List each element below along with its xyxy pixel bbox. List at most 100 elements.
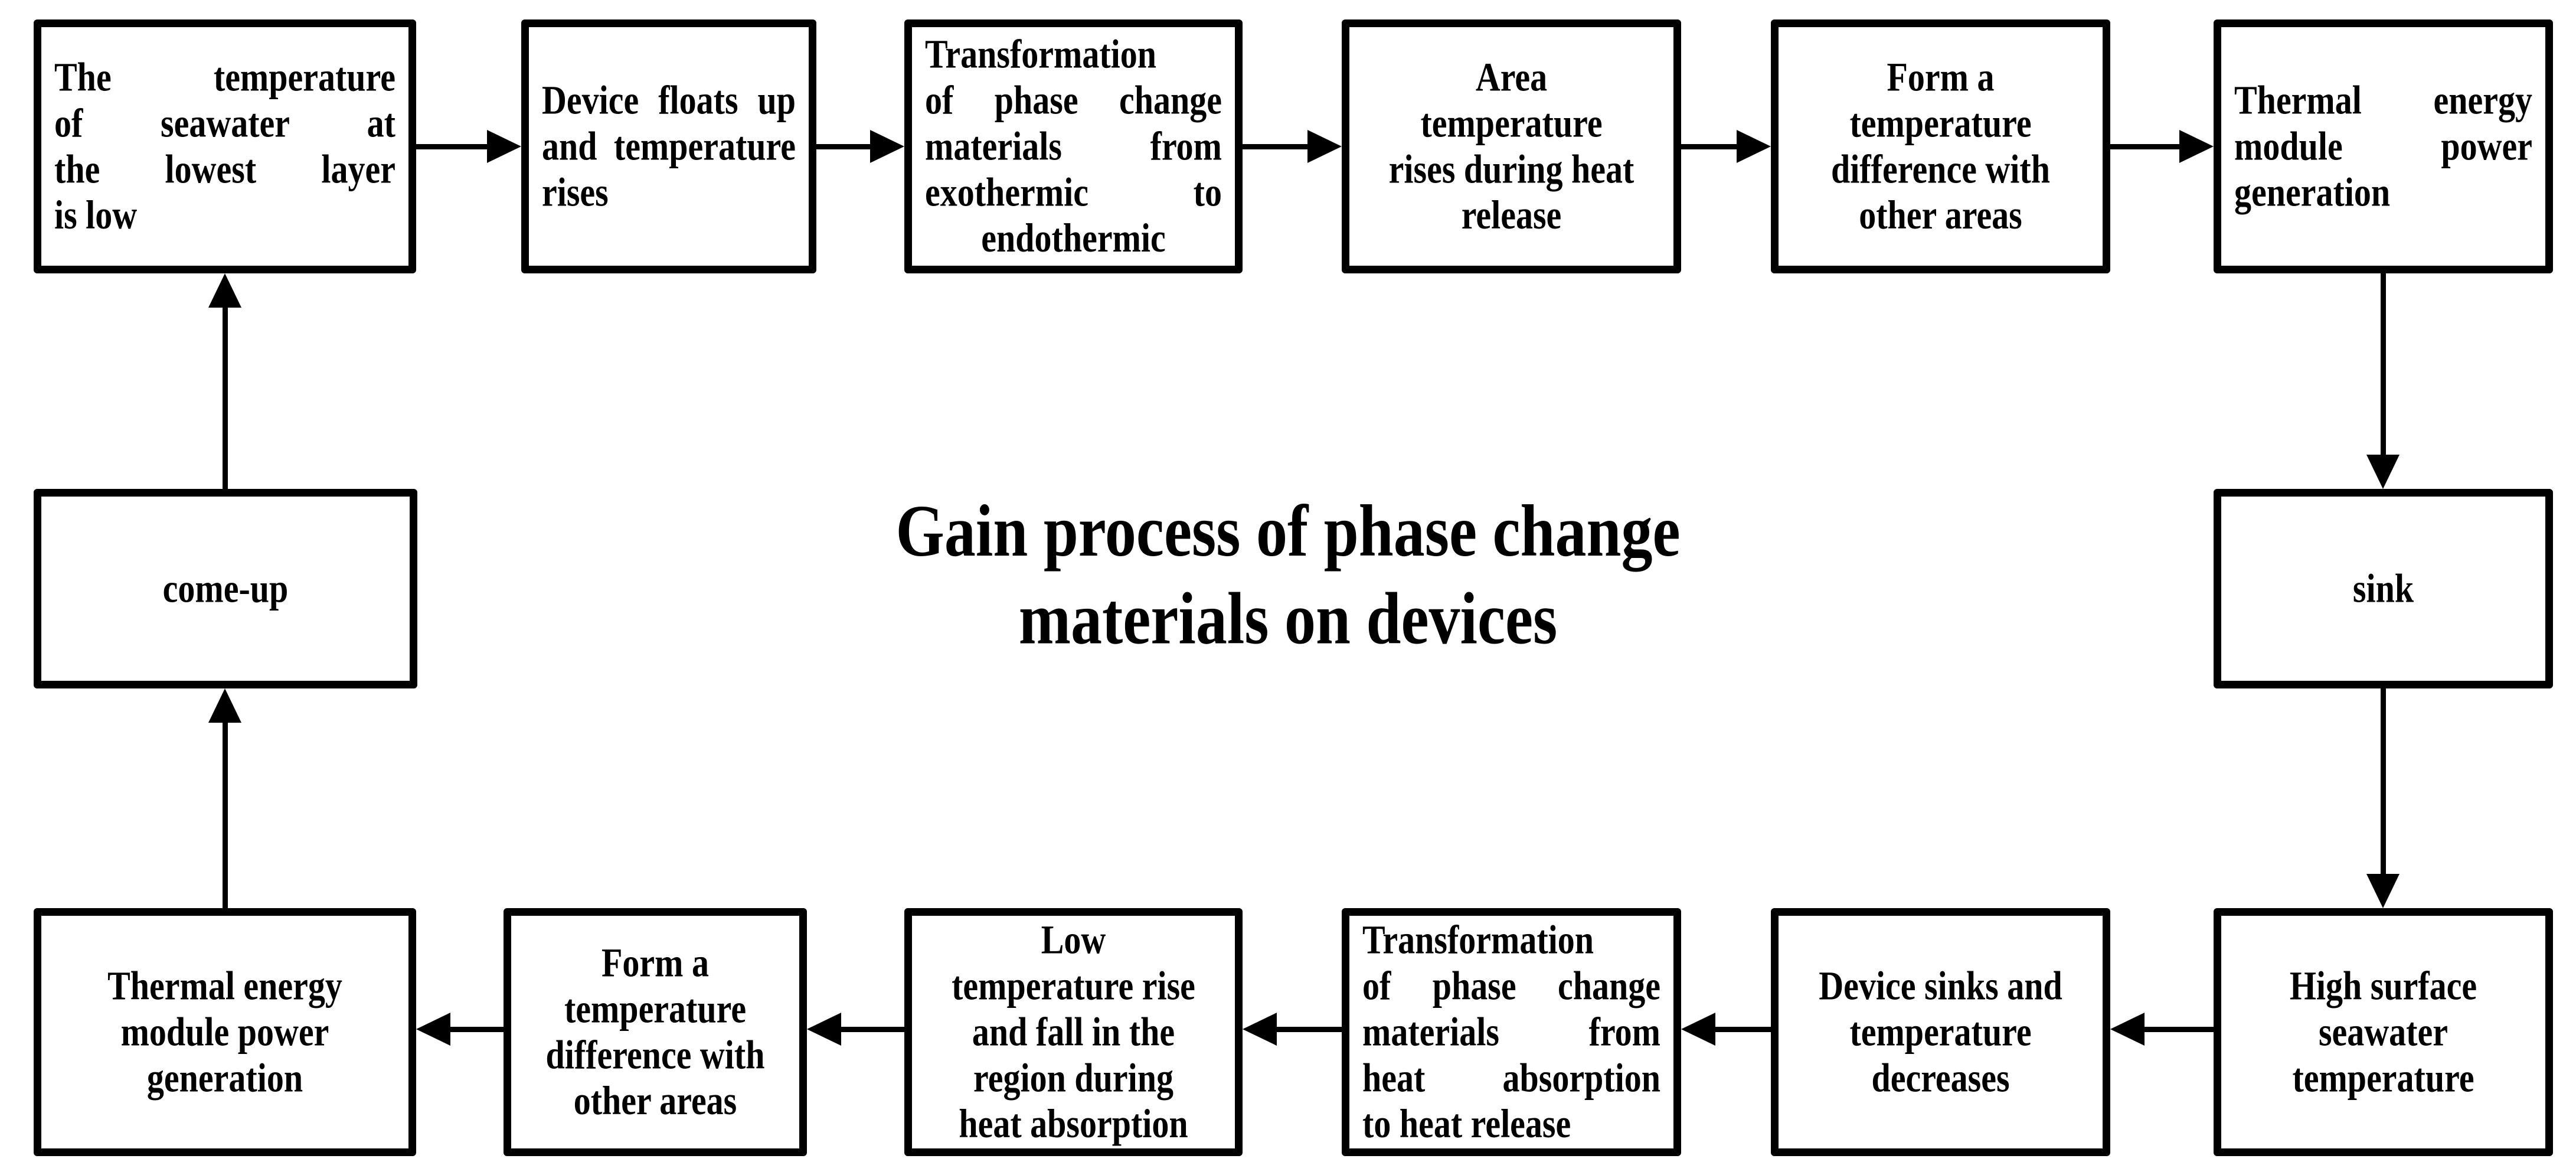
box-text-line: come-up — [162, 566, 289, 611]
box-text-line: to heat release — [1362, 1101, 1571, 1147]
box-text-line: temperature — [564, 986, 747, 1032]
box-text-line: other areas — [573, 1078, 737, 1124]
box-text-line: region during — [973, 1055, 1173, 1101]
box-text-line: temperature rise — [952, 963, 1195, 1008]
box-text-line: module power — [120, 1009, 329, 1055]
arrow-left-up-1-head — [208, 688, 241, 723]
box-text-line: temperature — [1849, 1009, 2032, 1055]
box-text-line: difference with — [545, 1032, 765, 1078]
box-text-line: rises — [542, 169, 609, 215]
arrow-right-down-2-head — [2366, 874, 2400, 908]
box-text-line: Transformation — [1362, 917, 1594, 962]
box-high-surface-temperature: High surface seawater temperature — [2214, 908, 2553, 1156]
box-text-line: other areas — [1859, 192, 2022, 238]
arrow-bottom-3-head — [1243, 1013, 1277, 1046]
box-text-line: Thermal energy — [2234, 77, 2532, 123]
box-text: come-up — [41, 566, 410, 612]
box-text-line: generation — [146, 1055, 303, 1101]
box-text-line: module power — [2234, 123, 2532, 169]
box-text-line: of seawater at — [54, 100, 395, 146]
arrow-bottom-1-head — [2110, 1013, 2145, 1046]
arrow-right-down-2-shaft — [2381, 688, 2386, 874]
box-text-line: temperature — [2292, 1055, 2474, 1101]
box-text: Thermal energy module power generation — [2221, 77, 2545, 216]
arrow-right-down-1-shaft — [2381, 273, 2386, 455]
arrow-top-4-head — [1737, 130, 1771, 163]
box-text-line: heat absorption — [959, 1101, 1188, 1147]
arrow-top-2-shaft — [816, 144, 870, 149]
box-text-line: is low — [54, 192, 138, 238]
box-text: Form a temperature difference with other… — [1779, 54, 2103, 239]
diagram-title-line: Gain process of phase change — [895, 490, 1681, 572]
arrow-left-up-1-shaft — [223, 723, 228, 908]
arrow-left-up-2-shaft — [223, 308, 228, 489]
box-text-line: decreases — [1871, 1055, 2010, 1101]
box-text: Transformation of phase change materials… — [1349, 917, 1673, 1147]
box-transformation-exothermic-endothermic: Transformation of phase change materials… — [904, 19, 1243, 273]
box-text-line: materials from — [925, 123, 1222, 169]
box-device-sinks: Device sinks and temperature decreases — [1771, 908, 2110, 1156]
box-text-line: endothermic — [981, 215, 1166, 261]
diagram-title-line: materials on devices — [1018, 577, 1558, 660]
box-text-line: of phase change — [1362, 963, 1660, 1008]
box-sink: sink — [2214, 489, 2553, 688]
box-text-line: exothermic to — [925, 169, 1222, 215]
box-text: High surface seawater temperature — [2221, 963, 2545, 1101]
arrow-top-1-head — [487, 130, 521, 163]
box-transformation-absorption-release: Transformation of phase change materials… — [1342, 908, 1681, 1156]
box-text-line: rises during heat — [1388, 146, 1634, 192]
box-area-temperature-rises: Area temperature rises during heat relea… — [1342, 19, 1681, 273]
arrow-bottom-4-head — [807, 1013, 841, 1046]
box-low-temperature-rise-fall: Low temperature rise and fall in the reg… — [904, 908, 1243, 1156]
box-text-line: release — [1461, 192, 1562, 238]
box-form-temperature-difference-bottom: Form a temperature difference with other… — [504, 908, 807, 1156]
box-text-line: Device floats up — [542, 77, 796, 123]
box-text-line: and fall in the — [972, 1009, 1175, 1055]
box-text: Area temperature rises during heat relea… — [1349, 54, 1673, 239]
box-text-line: Form a — [601, 940, 709, 985]
arrow-top-5-head — [2179, 130, 2214, 163]
box-text-line: seawater — [2318, 1009, 2448, 1055]
box-text-line: Low — [1041, 917, 1106, 962]
box-device-floats-up: Device floats up and temperature rises — [521, 19, 816, 273]
box-text-line: Form a — [1887, 54, 1995, 100]
arrow-bottom-2-shaft — [1715, 1027, 1771, 1032]
box-text-line: materials from — [1362, 1009, 1660, 1055]
arrow-bottom-4-shaft — [841, 1027, 904, 1032]
box-text-line: temperature — [1420, 100, 1603, 146]
arrow-top-4-shaft — [1681, 144, 1737, 149]
box-text-line: heat absorption — [1362, 1055, 1660, 1101]
box-text-line: the lowest layer — [54, 146, 395, 192]
box-text-line: Transformation — [925, 31, 1157, 77]
arrow-bottom-2-head — [1681, 1013, 1715, 1046]
box-form-temperature-difference-top: Form a temperature difference with other… — [1771, 19, 2110, 273]
box-text: Device floats up and temperature rises — [529, 77, 809, 216]
box-text: The temperature of seawater at the lowes… — [41, 54, 408, 239]
box-text-line: Thermal energy — [107, 963, 342, 1008]
box-text: Device sinks and temperature decreases — [1779, 963, 2103, 1101]
box-lowest-layer-temperature: The temperature of seawater at the lowes… — [34, 19, 416, 273]
box-text: Transformation of phase change materials… — [912, 31, 1235, 261]
box-text: Form a temperature difference with other… — [511, 940, 799, 1124]
arrow-bottom-3-shaft — [1277, 1027, 1342, 1032]
box-text-line: temperature — [1849, 100, 2032, 146]
box-thermal-module-generation-top: Thermal energy module power generation — [2214, 19, 2553, 273]
box-text-line: Device sinks and — [1819, 963, 2062, 1008]
box-thermal-module-generation-bottom: Thermal energy module power generation — [34, 908, 416, 1156]
box-text-line: Area — [1475, 54, 1548, 100]
diagram-title: Gain process of phase change materials o… — [797, 487, 1779, 662]
box-text: sink — [2221, 566, 2545, 612]
box-text-line: of phase change — [925, 77, 1222, 123]
box-text-line: sink — [2352, 566, 2414, 611]
arrow-top-3-shaft — [1243, 144, 1307, 149]
box-text-line: and temperature — [542, 123, 796, 169]
box-text-line: generation — [2234, 169, 2391, 215]
arrow-bottom-5-head — [416, 1013, 450, 1046]
arrow-bottom-5-shaft — [450, 1027, 504, 1032]
box-text-line: difference with — [1831, 146, 2050, 192]
arrow-top-5-shaft — [2110, 144, 2179, 149]
box-text-line: The temperature — [54, 54, 395, 100]
arrow-bottom-1-shaft — [2145, 1027, 2214, 1032]
arrow-top-2-head — [870, 130, 904, 163]
